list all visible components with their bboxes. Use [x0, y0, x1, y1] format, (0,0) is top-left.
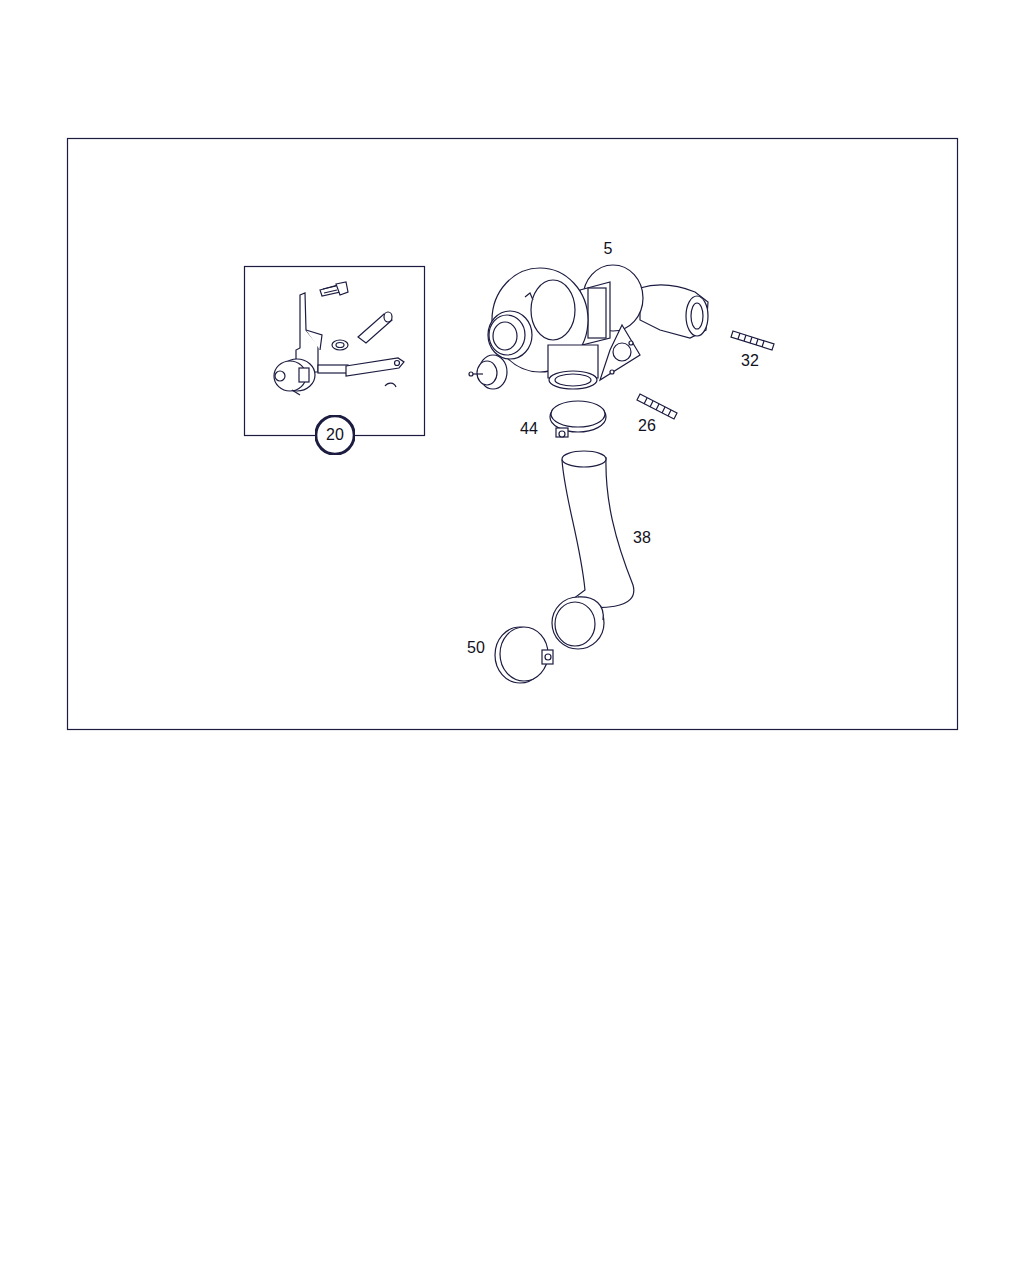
frame: [68, 139, 958, 730]
hose-clamp: [550, 401, 606, 437]
actuator-kit: [274, 282, 404, 395]
inset-frame: [245, 267, 425, 436]
callout-number: 26: [638, 418, 656, 434]
callout-number: 5: [604, 241, 613, 257]
callout-number: 50: [467, 640, 485, 656]
turbocharger: [469, 265, 708, 389]
callout-number: 32: [741, 353, 759, 369]
charge-air-hose: [552, 451, 634, 649]
callout-circle: 20: [315, 415, 355, 455]
callout-number: 38: [633, 530, 651, 546]
stud-bolts: [637, 331, 774, 419]
hose-clamp: [495, 627, 553, 683]
callout-number: 44: [520, 421, 538, 437]
callout-number: 20: [326, 426, 344, 444]
